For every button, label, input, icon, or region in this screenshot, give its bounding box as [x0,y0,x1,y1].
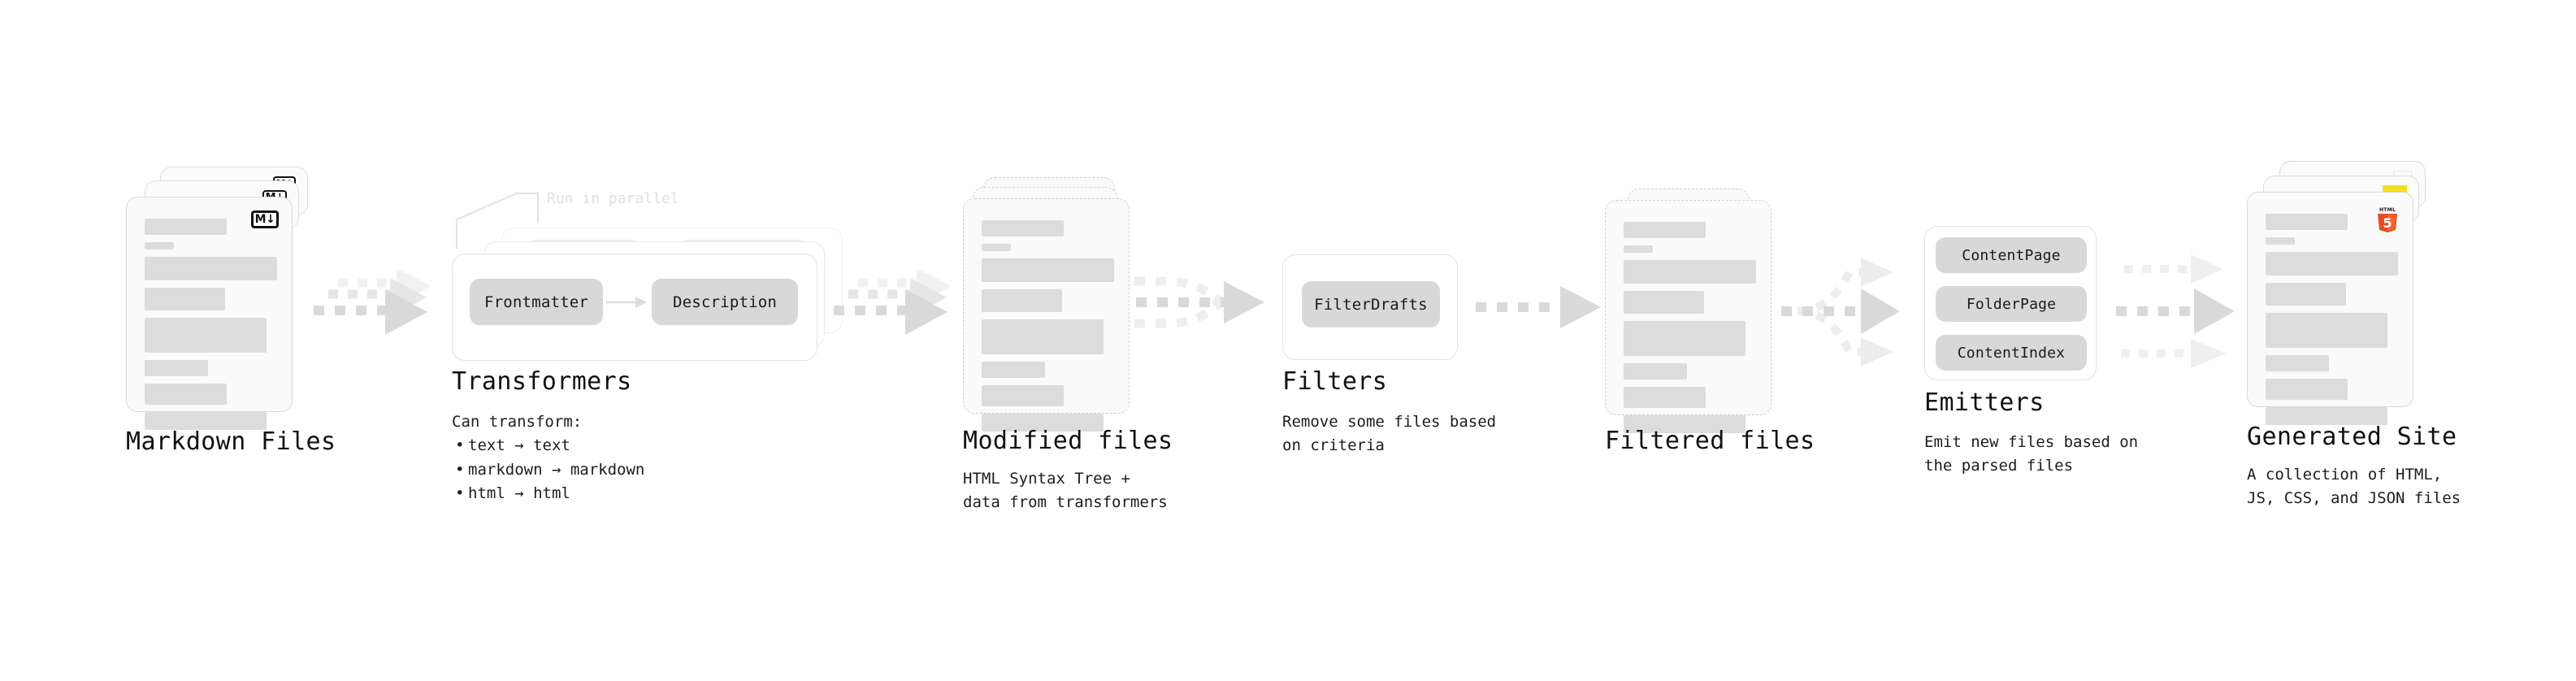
arrow-branch-lower [1134,298,1224,328]
arrow-markdown-to-transformers [301,244,463,374]
transformers-caption-item: text → text [455,434,644,458]
transformers-caption-item: html → html [455,482,644,506]
filtered-card-stack [1605,189,1792,433]
modified-files-caption: HTML Syntax Tree + data from transformer… [963,470,1168,512]
markdown-card-front: M↓ [126,197,293,430]
html5-icon: HTML 5 [2375,206,2400,233]
page-title-markdown-files: Markdown Files [126,427,336,456]
transformers-caption-items: text → text markdown → markdown html → h… [452,434,644,506]
page-title-filters: Filters [1282,367,1388,396]
emitter-pill-folderpage[interactable]: FolderPage [1936,286,2087,322]
svg-text:5: 5 [2383,215,2392,231]
arrow-branch-upper [1134,276,1224,306]
filters-caption: Remove some files based on criteria [1282,413,1497,455]
arrow-modified-to-filters [1130,252,1292,358]
modified-card-front [963,198,1130,432]
document-content-lines [2266,214,2398,432]
page-title-generated-site: Generated Site [2247,423,2457,451]
arrow-filters-to-filtered [1471,276,1617,341]
arrow-transformers-to-modified [821,244,983,374]
arrow-layer-front [314,289,427,335]
page-title-modified-files: Modified files [963,427,1173,455]
emitters-box: ContentPage FolderPage ContentIndex [1924,226,2097,380]
arrow-filtered-to-emitters [1780,232,1942,386]
emitter-pill-contentindex[interactable]: ContentIndex [1936,335,2087,371]
arrow-branch-main [1136,281,1264,323]
transformers-caption: Can transform: text → text markdown → ma… [452,410,644,506]
generated-site-caption: A collection of HTML, JS, CSS, and JSON … [2247,466,2461,508]
transformers-caption-item: markdown → markdown [455,458,644,483]
transformers-box: Frontmatter Description [452,254,817,361]
arrow-branch-main [1781,288,1900,334]
modified-card-stack [963,177,1150,432]
markdown-card-stack: M↓ M↓ M↓ [126,167,337,430]
document-content-lines [145,219,277,437]
emitter-pill-contentpage[interactable]: ContentPage [1936,237,2087,273]
emitters-caption: Emit new files based on the parsed files [1924,433,2139,475]
document-content-lines [1624,222,1756,440]
svg-text:HTML: HTML [2379,207,2396,213]
transformer-arrow [606,297,647,308]
filters-box: FilterDrafts [1282,254,1458,360]
transformer-pill-frontmatter[interactable]: Frontmatter [470,279,603,325]
arrow-layer-front [834,289,948,335]
generated-card-front: HTML 5 [2247,192,2413,425]
page-title-emitters: Emitters [1924,388,2045,417]
transformers-caption-lead: Can transform: [452,413,583,431]
run-in-parallel-leader [455,192,540,249]
arrow-row-top [2124,254,2223,284]
arrow-row-middle [2116,288,2235,334]
transformer-pill-description[interactable]: Description [652,279,798,325]
page-title-transformers: Transformers [452,367,632,396]
generated-site-card-stack: CSS HTML 5 [2247,161,2458,425]
page-title-filtered-files: Filtered files [1605,427,1815,455]
filter-pill-filterdrafts[interactable]: FilterDrafts [1302,281,1440,327]
markdown-icon: M↓ [251,210,279,228]
arrow-row-bottom [2121,339,2227,368]
filtered-card-front [1605,200,1772,433]
document-content-lines [982,220,1114,439]
arrow-emitters-to-site [2113,232,2275,386]
run-in-parallel-label: Run in parallel [547,190,679,207]
